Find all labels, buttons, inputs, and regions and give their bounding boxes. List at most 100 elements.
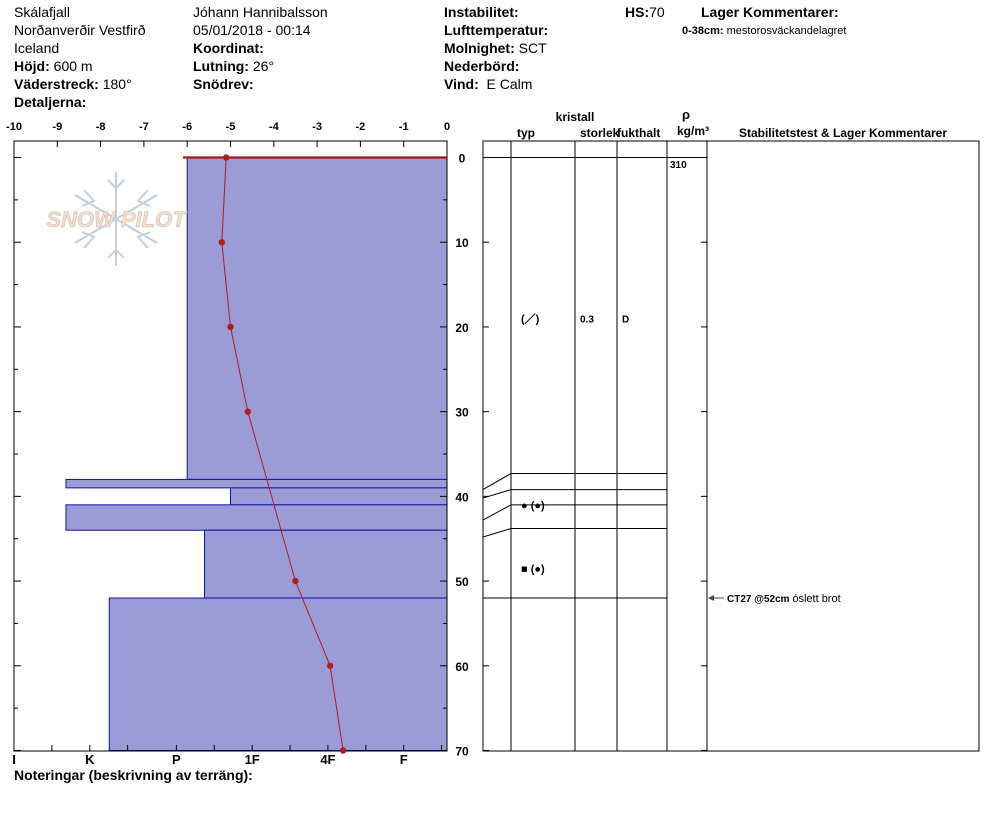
size-header: storlek — [580, 126, 620, 140]
temperature-point — [222, 154, 230, 161]
snow-height-field: HS:70 — [625, 4, 665, 21]
hardness-tick-label: 1F — [245, 752, 260, 767]
temperature-point — [227, 323, 234, 331]
density-rows: 310 — [670, 160, 687, 171]
density-unit: kg/m³ — [677, 124, 709, 138]
temperature-tick-label: 0 — [444, 121, 450, 133]
depth-tick-label: 40 — [455, 490, 469, 504]
stability-test-note: óslett brot — [792, 593, 840, 605]
wind-field: Vind: E Calm — [444, 76, 532, 93]
layer-comment-depth: 0-38cm: — [682, 25, 724, 37]
layer-comments-title: Lager Kommentarer: — [701, 4, 839, 20]
temperature-tick-label: -9 — [52, 121, 62, 133]
layer-boundary — [482, 504, 667, 521]
sky-label: Molnighet: — [444, 40, 515, 56]
temperature-tick-label: -5 — [226, 121, 236, 133]
aspect-label: Väderstreck: — [14, 76, 99, 92]
wind-value: E Calm — [486, 76, 533, 92]
snowflake-icon — [74, 172, 158, 266]
aspect-value: 180° — [102, 76, 132, 92]
elevation-value: 600 m — [53, 58, 93, 74]
snow-height-label: HS: — [625, 4, 650, 20]
temperature-tick-label: -2 — [356, 121, 366, 133]
precipitation-label: Nederbörd: — [444, 58, 520, 74]
grain-type: ■ (●) — [521, 563, 545, 575]
arrow-head-icon — [708, 595, 714, 602]
profile-plot-frame — [13, 140, 448, 752]
temperature-tick-label: -10 — [6, 121, 22, 133]
depth-tick-label: 20 — [455, 321, 469, 335]
density-symbol: ρ — [682, 107, 690, 122]
snow-height-value: 70 — [649, 4, 665, 20]
grain-type: ● (●) — [521, 500, 545, 512]
moisture-header: fukthalt — [617, 126, 660, 140]
layer-rows — [482, 472, 667, 599]
hardness-layer — [108, 597, 448, 751]
temperature-tick-label: -8 — [96, 121, 106, 133]
hardness-layer — [65, 504, 448, 531]
depth-tick-label: 30 — [455, 406, 469, 420]
hardness-layer — [186, 157, 448, 480]
temperature-point — [339, 747, 347, 754]
temperature-point — [326, 662, 334, 669]
hardness-layer — [65, 478, 448, 489]
layer-boundary — [482, 489, 667, 499]
region-name: Norðanverðir Vestfirð — [14, 22, 146, 38]
depth-tick-label: 60 — [455, 660, 469, 674]
hardness-axis: I K P 1F 4F F — [12, 745, 443, 767]
hardness-layers — [65, 157, 448, 751]
crystal-header: kristall — [556, 110, 595, 124]
aspect-field: Väderstreck: 180° — [14, 76, 132, 93]
layer-boundary — [482, 528, 667, 538]
observer-name: Jóhann Hannibalsson — [193, 4, 328, 20]
hardness-tick-label: K — [85, 752, 95, 767]
depth-tick-label: 0 — [459, 152, 466, 166]
layer-comment: 0-38cm: mestorosväckandelagret — [682, 25, 846, 38]
details-label: Detaljerna: — [14, 94, 87, 110]
temperature-tick-label: -1 — [399, 121, 409, 133]
depth-tick-label: 10 — [455, 236, 469, 250]
table-depth-ticks — [483, 241, 707, 751]
type-header: typ — [517, 126, 535, 140]
temperature-point — [292, 577, 299, 585]
stability-tests: CT27 @52cm óslett brot — [708, 593, 841, 605]
sky-value: SCT — [518, 40, 547, 56]
hardness-tick-label: I — [12, 752, 16, 767]
hardness-tick-label: F — [400, 752, 408, 767]
snowpilot-watermark: SNOW PILOT — [46, 172, 188, 266]
layer-comment-text: mestorosväckandelagret — [726, 25, 847, 37]
instability-label: Instabilitet: — [444, 4, 519, 20]
temperature-tick-label: -6 — [182, 121, 192, 133]
layer-table-frame — [482, 140, 980, 752]
temperature-point — [218, 239, 226, 246]
grain-type: (／) — [521, 312, 540, 325]
stability-test: CT27 @52cm óslett brot — [727, 593, 841, 605]
country-name: Iceland — [14, 40, 60, 56]
location-name: Skálafjall — [14, 4, 71, 20]
wind-loading-label: Snödrev: — [193, 76, 254, 92]
wind-label: Vind: — [444, 76, 479, 92]
slope-field: Lutning: 26° — [193, 58, 274, 75]
elevation-label: Höjd: — [14, 58, 50, 74]
depth-tick-label: 70 — [455, 745, 469, 759]
slope-value: 26° — [252, 58, 275, 74]
hardness-layer — [230, 487, 448, 506]
depth-tick-label: 50 — [455, 575, 469, 589]
sky-field: Molnighet: SCT — [444, 40, 547, 57]
hardness-tick-label: 4F — [320, 752, 335, 767]
temperature-points — [218, 154, 347, 754]
temperature-tick-label: -7 — [139, 121, 149, 133]
coordinate-label: Koordinat: — [193, 40, 264, 56]
observation-datetime: 05/01/2018 - 00:14 — [193, 22, 311, 38]
temperature-tick-label: -4 — [269, 121, 280, 133]
elevation-field: Höjd: 600 m — [14, 58, 93, 75]
depth-axis: 0 10 20 30 40 50 60 70 — [14, 152, 469, 759]
air-temperature-label: Lufttemperatur: — [444, 22, 549, 38]
temperature-tick-label: -3 — [312, 121, 322, 133]
watermark-text: SNOW PILOT — [46, 207, 187, 232]
grain-size: 0.3 — [580, 314, 594, 325]
hardness-tick-label: P — [172, 752, 181, 767]
